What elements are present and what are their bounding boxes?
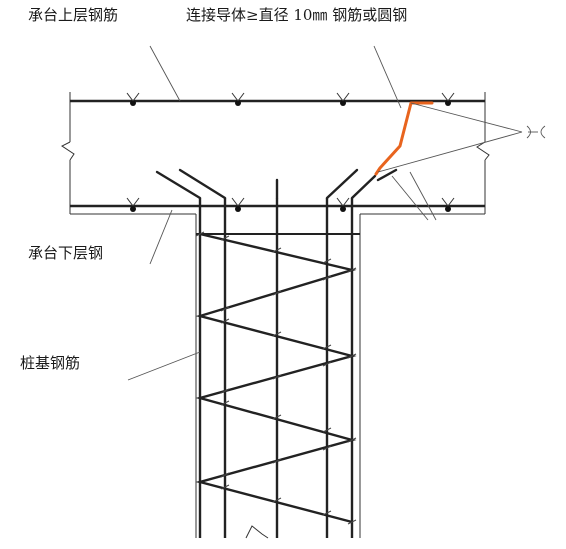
pile-vertical-bars bbox=[198, 198, 354, 538]
bottom-rebar-dots bbox=[130, 206, 451, 212]
pile-bar-anchors bbox=[155, 168, 398, 200]
top-rebar-dots bbox=[130, 100, 451, 106]
label-bottom-rebar: 承台下层钢 bbox=[28, 244, 104, 262]
label-top-rebar: 承台上层钢筋 bbox=[28, 6, 119, 24]
top-rebar-layer bbox=[70, 92, 485, 106]
top-rebar-ticks bbox=[126, 92, 455, 102]
pile-cap-outline bbox=[61, 92, 490, 215]
detail-section-lines bbox=[377, 102, 546, 221]
label-conductor: 连接导体≥直径 10㎜ 钢筋或圆钢 bbox=[186, 6, 408, 24]
bottom-rebar-ticks bbox=[126, 197, 455, 207]
leader-lines bbox=[127, 45, 402, 381]
pile-outline bbox=[195, 214, 361, 539]
pile-tie-marks bbox=[195, 231, 357, 525]
label-pile-rebar: 桩基钢筋 bbox=[20, 354, 81, 372]
connecting-conductor bbox=[374, 101, 434, 176]
